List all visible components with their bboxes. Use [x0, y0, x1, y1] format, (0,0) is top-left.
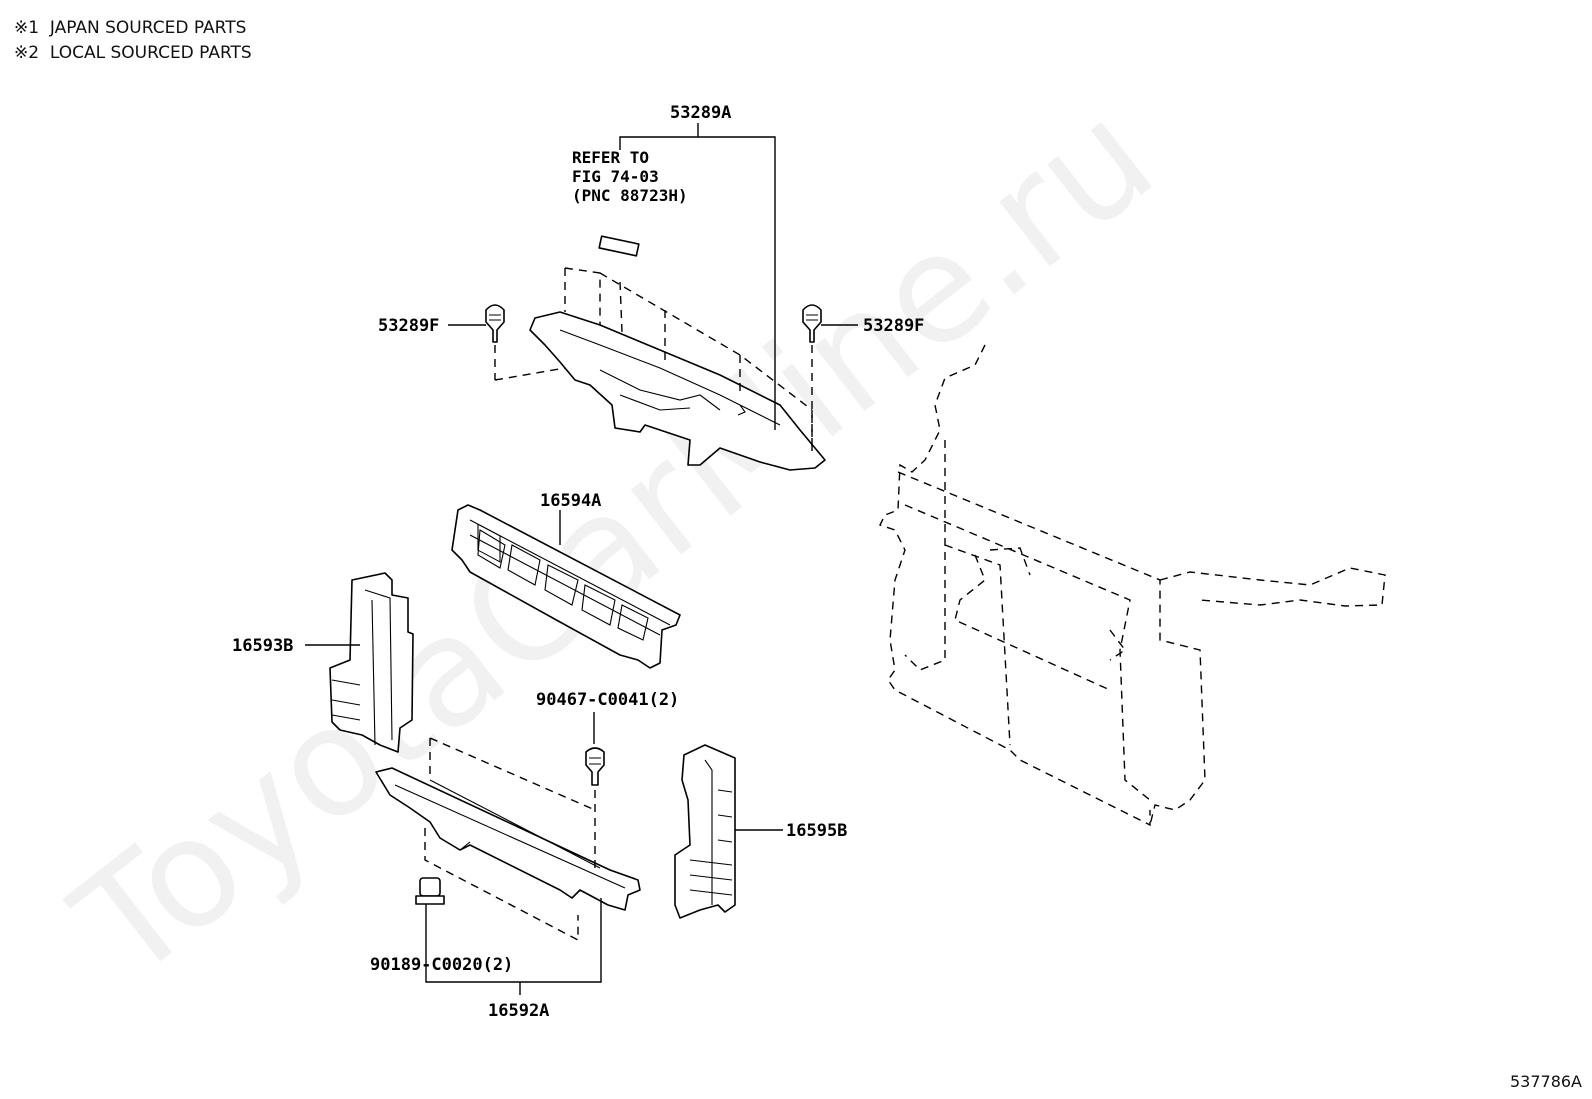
caution-label — [598, 235, 640, 257]
clip-center-icon[interactable] — [585, 747, 605, 786]
legend-mark: ※2 — [14, 43, 40, 63]
clip-lower-icon[interactable] — [415, 877, 445, 905]
legend-row-japan: ※1 JAPAN SOURCED PARTS — [14, 16, 252, 41]
refer-text-line3: (PNC 88723H) — [572, 186, 688, 205]
radiator-support-outline — [879, 344, 1386, 827]
legend-text: JAPAN SOURCED PARTS — [49, 18, 247, 38]
center-radiator-seal[interactable] — [451, 504, 681, 669]
refer-text-line2: FIG 74-03 — [572, 167, 659, 186]
label-53289f-left: 53289F — [378, 316, 439, 336]
label-16595b: 16595B — [786, 821, 847, 841]
label-90189: 90189-C0020(2) — [370, 955, 513, 975]
label-16593b: 16593B — [232, 636, 293, 656]
legend-row-local: ※2 LOCAL SOURCED PARTS — [14, 41, 252, 66]
legend-mark: ※1 — [14, 18, 40, 38]
label-16594a: 16594A — [540, 491, 601, 511]
lower-radiator-seal[interactable] — [375, 767, 641, 911]
label-53289f-right: 53289F — [863, 316, 924, 336]
figure-number: 537786A — [1509, 1072, 1582, 1091]
legend: ※1 JAPAN SOURCED PARTS ※2 LOCAL SOURCED … — [14, 16, 252, 66]
legend-text: LOCAL SOURCED PARTS — [49, 43, 252, 63]
upper-radiator-seal[interactable] — [529, 235, 826, 471]
side-seal-left[interactable] — [329, 572, 414, 753]
side-seal-right[interactable] — [674, 744, 736, 919]
clip-left-icon[interactable] — [485, 304, 505, 343]
label-53289a: 53289A — [670, 103, 731, 123]
label-16592a: 16592A — [488, 1001, 549, 1021]
label-90467: 90467-C0041(2) — [536, 690, 679, 710]
clip-right-icon[interactable] — [802, 304, 822, 343]
refer-text-line1: REFER TO — [572, 148, 649, 167]
